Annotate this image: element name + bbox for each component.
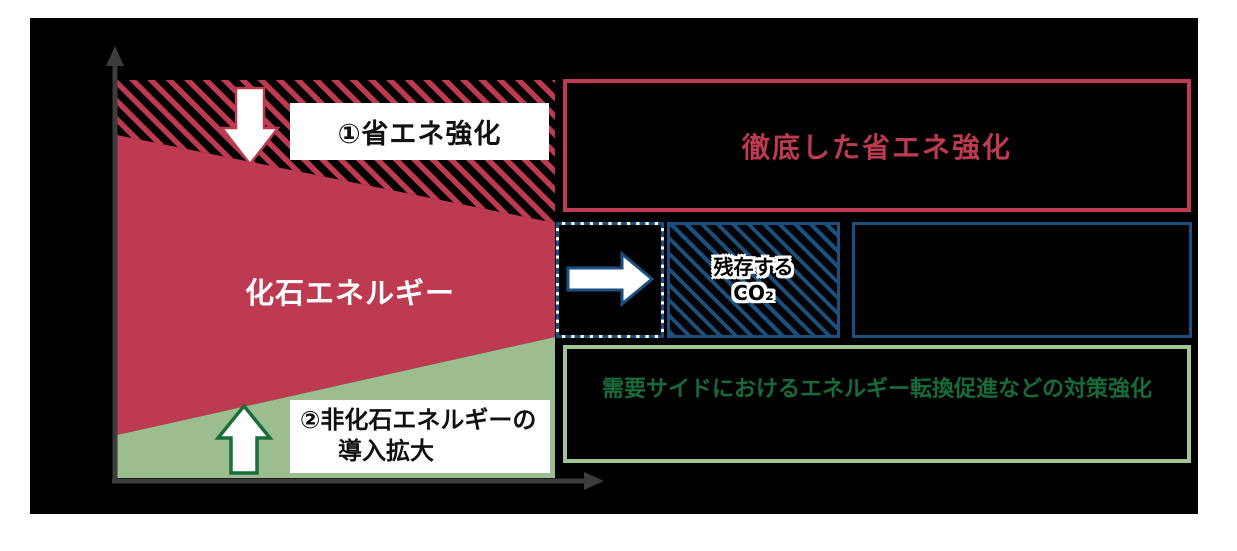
demand-side-measures-box: 需要サイドにおけるエネルギー転換促進などの対策強化 [563, 345, 1191, 463]
fossil-energy-label: 化石エネルギー [244, 276, 455, 310]
residual-co2-label-line2: CO₂ [733, 281, 774, 305]
down-arrow-icon [219, 86, 281, 167]
x-axis-arrow-icon [584, 472, 604, 490]
thorough-energy-saving-box: 徹底した省エネ強化 [563, 79, 1191, 212]
fossil-energy-area [117, 135, 555, 435]
residual-fossil-dashed-box [556, 222, 664, 338]
step2-label-line2: 導入拡大 [338, 437, 434, 465]
demand-side-measures-label: 需要サイドにおけるエネルギー転換促進などの対策強化 [601, 377, 1152, 402]
step1-label-box: ①省エネ強化 [290, 103, 549, 160]
right-arrow-icon [566, 250, 655, 308]
residual-co2-box: 残存する CO₂ [667, 222, 840, 338]
residual-co2-label-line1: 残存する [713, 255, 794, 279]
thorough-energy-saving-label: 徹底した省エネ強化 [741, 130, 1012, 164]
diagram-panel: ①省エネ強化 化石エネルギー ②非化石エネルギーの 導入拡大 徹底した省エネ強化… [30, 18, 1198, 514]
step2-label-box: ②非化石エネルギーの 導入拡大 [290, 400, 550, 473]
up-arrow-icon [214, 403, 274, 475]
step2-label-line1: ②非化石エネルギーの [300, 406, 537, 434]
step1-label: ①省エネ強化 [337, 119, 502, 150]
y-axis-arrow-icon [106, 46, 124, 66]
empty-blue-box [852, 222, 1192, 338]
